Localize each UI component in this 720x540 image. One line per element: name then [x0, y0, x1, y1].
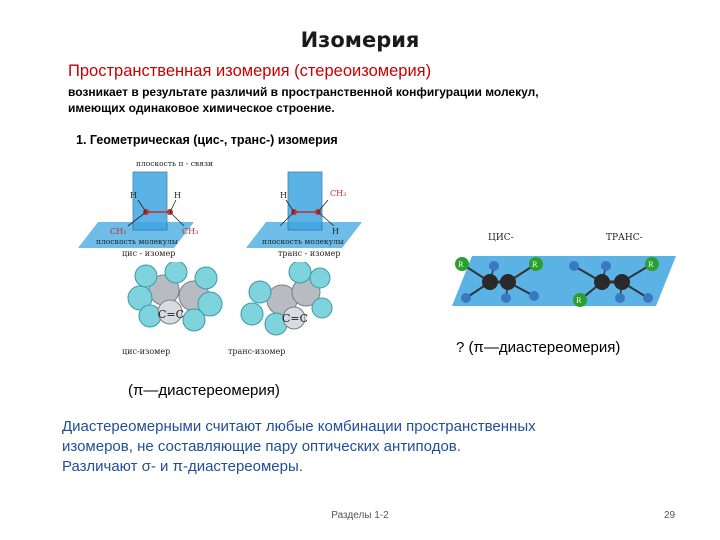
ball-and-stick-diagram: ЦИС- ТРАНС- R R [452, 233, 676, 307]
description-line-1: возникает в результате различий в простр… [68, 85, 539, 99]
h-label: H [174, 191, 181, 200]
r-label: R [576, 297, 582, 305]
trans-space-filling-model: C=C [240, 262, 333, 336]
body-text: Диастереомерными считают любые комбинаци… [62, 417, 672, 477]
trans-label: ТРАНС- [606, 233, 643, 243]
geometric-isomerism-heading: 1. Геометрическая (цис-, транс-) изомери… [76, 133, 338, 147]
cis-label: ЦИС- [488, 233, 514, 243]
r-label: R [648, 261, 654, 269]
space-filling-models: C=C C=C цис-изомер транс-изомер [122, 262, 333, 356]
page-number: 29 [664, 510, 676, 521]
body-line-1: Диастереомерными считают любые комбинаци… [62, 418, 536, 435]
pi-plane-trans [287, 171, 323, 231]
slide-title: Изомерия [300, 28, 420, 52]
diastereomerism-label: (π—диастереомерия) [128, 382, 280, 399]
pi-plane-label-cis: плоскость π - связи [136, 159, 213, 168]
plane-diagrams: плоскость π - связи H H CH₃ CH₃ плоскост… [78, 159, 362, 258]
cis-space-filling-model: C=C [127, 262, 223, 332]
pi-plane-cis [132, 171, 168, 231]
body-line-2: изомеров, не составляющие пару оптически… [62, 438, 461, 455]
molecule-plane-label-trans: плоскость молекулы [262, 237, 344, 246]
cis-isomer-caption: цис-изомер [122, 347, 170, 356]
molecule-plane-trans [246, 222, 362, 248]
molecule-plane-label-cis: плоскость молекулы [96, 237, 178, 246]
trans-plane-diagram: H CH₃ H плоскость молекулы транс - изоме… [246, 171, 362, 258]
trans-isomer-caption: транс-изомер [228, 347, 285, 356]
diastereomerism-question: ? (π—диастереомерия) [456, 339, 621, 356]
subtitle: Пространственная изомерия (стереоизомери… [68, 62, 432, 80]
r-label: R [458, 261, 464, 269]
ch3-label: CH₃ [330, 189, 346, 198]
cis-plane-diagram: плоскость π - связи H H CH₃ CH₃ плоскост… [78, 159, 213, 258]
trans-isomer-caption-top: транс - изомер [278, 249, 341, 258]
h-label: H [130, 191, 137, 200]
description: возникает в результате различий в простр… [68, 84, 668, 116]
h-label: H [332, 227, 339, 236]
cc-label: C=C [158, 308, 184, 321]
cis-isomer-caption-top: цис - изомер [122, 249, 175, 258]
cc-label: C=C [282, 312, 308, 325]
footer-text: Разделы 1-2 [331, 510, 389, 521]
ch3-label: CH₃ [110, 227, 126, 236]
h-label: H [280, 191, 287, 200]
r-label: R [532, 261, 538, 269]
trans-ball-model: R R [569, 257, 659, 307]
body-line-3: Различают σ- и π-диастереомеры. [62, 458, 303, 475]
ch3-label: CH₃ [182, 227, 198, 236]
description-line-2: имеющих одинаковое химическое строение. [68, 101, 335, 115]
cis-ball-model: R R [455, 257, 543, 303]
